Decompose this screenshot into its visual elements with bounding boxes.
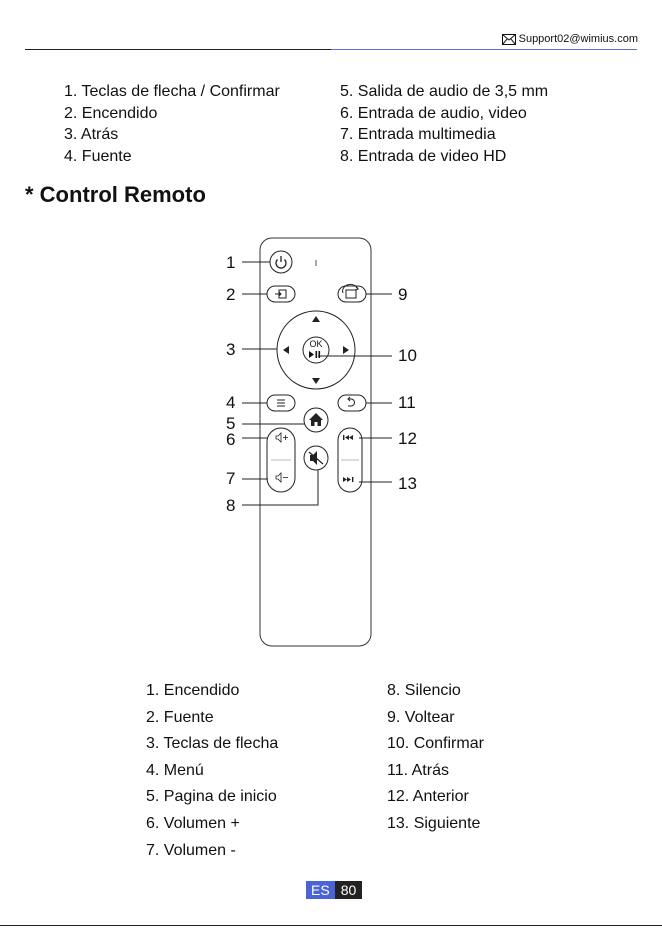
source-button-icon: [266, 285, 296, 303]
header-rule: [25, 49, 331, 50]
callout-number: 3: [226, 340, 235, 359]
list-item: 11. Atrás: [387, 761, 449, 779]
track-rocker-icon: [337, 427, 363, 493]
footer-rule: [0, 925, 662, 926]
list-item: 1. Teclas de flecha / Confirmar: [64, 83, 280, 100]
callout-number: 1: [226, 253, 235, 272]
callout-number: 13: [398, 474, 417, 493]
menu-button-icon: [266, 394, 296, 412]
dpad-icon: OK: [276, 310, 356, 390]
volume-rocker-icon: [266, 427, 296, 493]
callout-number: 10: [398, 346, 417, 365]
list-item: 2. Fuente: [146, 708, 214, 726]
callout-number: 2: [226, 285, 235, 304]
callout-number: 9: [398, 285, 407, 304]
list-item: 2. Encendido: [64, 104, 158, 122]
list-item: 3. Atrás: [64, 126, 119, 143]
callout-number: 7: [226, 469, 235, 488]
list-item: 12. Anterior: [387, 788, 469, 806]
remote-list-left: 1. Encendido 2. Fuente 3. Teclas de flec…: [146, 678, 278, 864]
ports-list-left: 1. Teclas de flecha / Confirmar 2. Encen…: [64, 81, 280, 167]
flip-button-icon: [337, 283, 367, 303]
list-item: 6. Volumen +: [146, 814, 240, 832]
header-rule-accent: [331, 49, 637, 50]
ports-list-right: 5. Salida de audio de 3,5 mm 6. Entrada …: [340, 81, 548, 167]
list-item: 8. Entrada de video HD: [340, 147, 507, 165]
callout-number: 11: [398, 393, 416, 412]
callout-number: 6: [226, 430, 235, 449]
list-item: 8. Silencio: [387, 682, 461, 699]
callout-number: 8: [226, 496, 235, 515]
power-button-icon: [269, 250, 293, 274]
support-email: Support02@wimius.com: [501, 33, 638, 45]
mute-button-icon: [303, 445, 329, 471]
list-item: 10. Confirmar: [387, 735, 484, 753]
list-item: 3. Teclas de flecha: [146, 735, 279, 753]
page-number: 80: [334, 881, 363, 899]
callout-number: 5: [226, 414, 235, 433]
list-item: 5. Salida de audio de 3,5 mm: [340, 83, 549, 100]
page-number-badge: ES 80: [306, 881, 363, 899]
list-item: 13. Siguiente: [387, 814, 481, 832]
list-item: 7. Volumen -: [146, 841, 236, 859]
list-item: 1. Encendido: [146, 682, 240, 699]
list-item: 9. Voltear: [387, 708, 455, 726]
remote-list-right: 8. Silencio 9. Voltear 10. Confirmar 11.…: [387, 678, 484, 838]
ok-label: OK: [309, 339, 322, 349]
envelope-icon: [501, 33, 516, 45]
section-title: * Control Remoto: [25, 182, 206, 207]
list-item: 6. Entrada de audio, video: [340, 104, 527, 122]
list-item: 4. Fuente: [64, 147, 132, 165]
list-item: 5. Pagina de inicio: [146, 788, 277, 806]
support-email-text: Support02@wimius.com: [518, 33, 638, 45]
list-item: 7. Entrada multimedia: [340, 126, 496, 143]
list-item: 4. Menú: [146, 761, 204, 779]
language-label: ES: [306, 881, 335, 899]
home-button-icon: [303, 407, 329, 433]
callout-number: 4: [226, 393, 235, 412]
callout-number: 12: [398, 429, 417, 448]
back-button-icon: [337, 394, 367, 412]
